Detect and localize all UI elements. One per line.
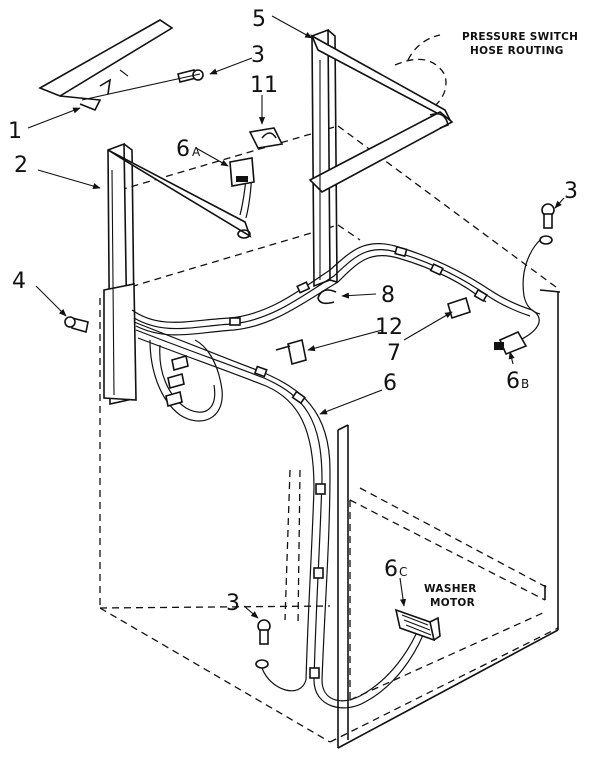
ground-screw-bottom (255, 619, 271, 669)
cabinet-outline (99, 34, 561, 743)
callout-6a: 6 (176, 137, 190, 162)
caption-washer-motor-line2: MOTOR (430, 597, 475, 609)
callout-2: 2 (14, 153, 28, 178)
ground-screw-right (539, 203, 555, 245)
callout-11: 11 (250, 73, 278, 98)
callout-6c: 6 (384, 557, 398, 582)
part-5-rear-support (308, 28, 454, 288)
callout-3-top: 3 (251, 43, 265, 68)
wire-harness (131, 159, 541, 709)
clip-part-11 (248, 127, 284, 149)
leader-arrows (27, 15, 565, 619)
callout-1: 1 (8, 119, 22, 144)
cabinet-body (337, 289, 561, 749)
caption-pressure-switch-line1: PRESSURE SWITCH (462, 31, 578, 43)
part-2-side-support (103, 142, 252, 405)
callout-3-right: 3 (564, 179, 578, 204)
connector-6a (229, 157, 255, 187)
part-1-bracket (38, 19, 174, 112)
clip-part-7 (447, 296, 471, 320)
connector-6c-washer-motor (394, 608, 441, 642)
clip-part-12 (275, 338, 307, 366)
callout-12: 12 (375, 315, 403, 340)
callout-5: 5 (252, 7, 266, 32)
clip-part-8 (317, 289, 337, 305)
callout-4: 4 (12, 269, 26, 294)
connector-6b (494, 330, 528, 356)
callout-6c-sub: C (399, 565, 407, 579)
callout-6a-sub: A (192, 145, 201, 159)
callout-6: 6 (383, 371, 397, 396)
callout-3-bottom: 3 (226, 591, 240, 616)
caption-pressure-switch-line2: HOSE ROUTING (470, 45, 564, 57)
callout-8: 8 (381, 283, 395, 308)
callout-7: 7 (387, 341, 401, 366)
caption-washer-motor-line1: WASHER (424, 583, 477, 595)
callout-6b-sub: B (521, 377, 529, 391)
screw-part-4 (64, 316, 89, 334)
callout-6b: 6 (506, 369, 520, 394)
